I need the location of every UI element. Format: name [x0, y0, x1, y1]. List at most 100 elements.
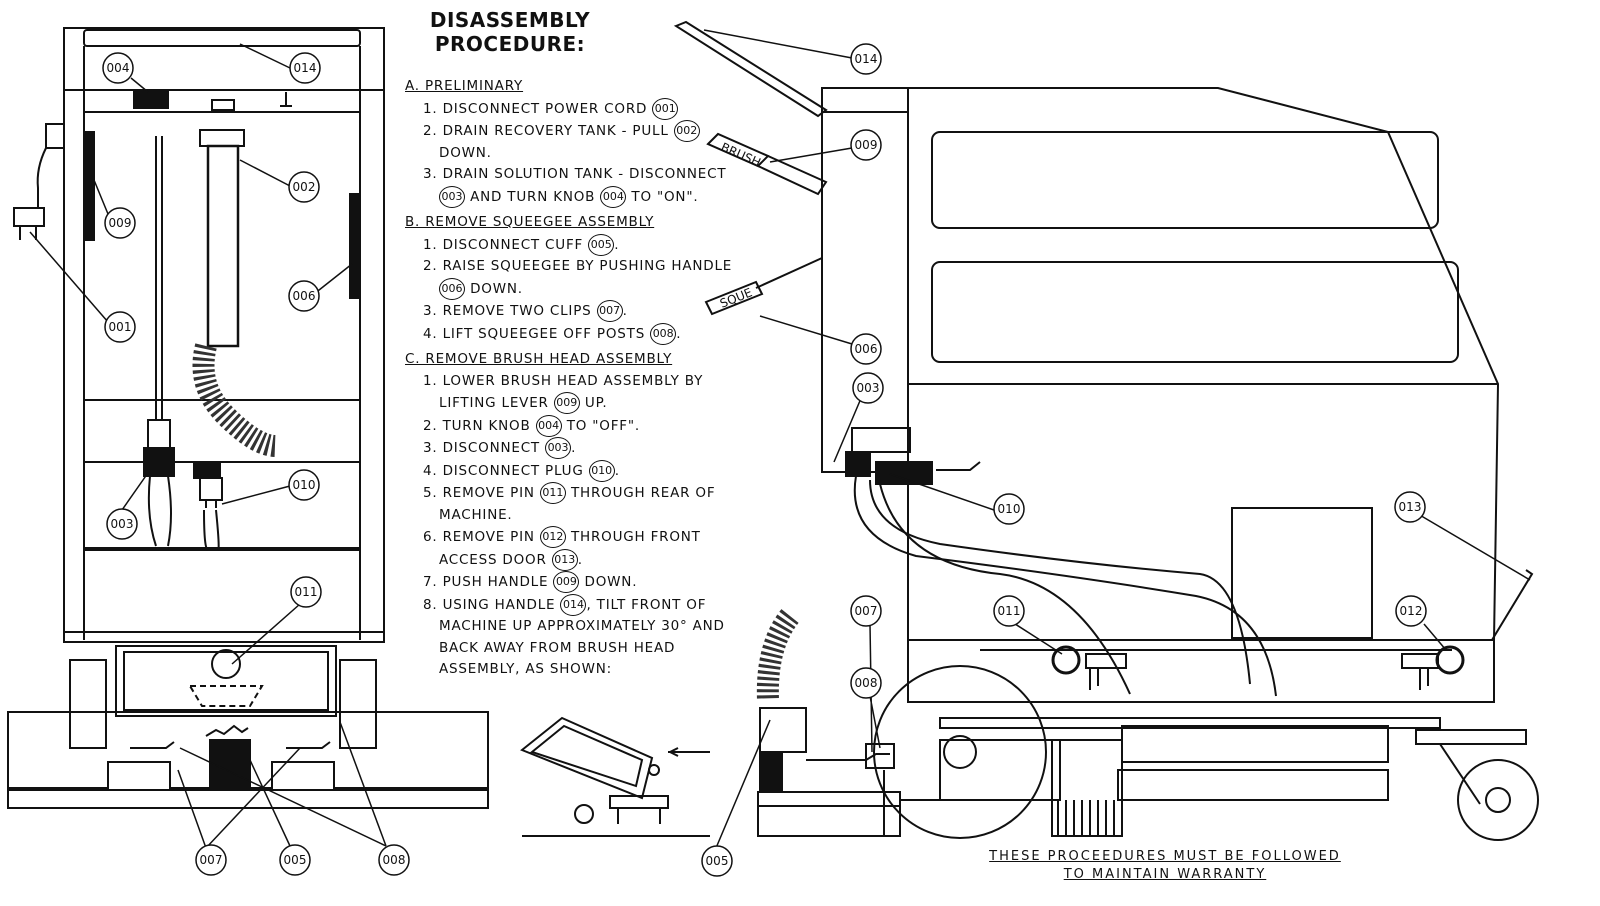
- svg-text:008: 008: [383, 853, 406, 867]
- svg-text:005: 005: [706, 854, 729, 868]
- procedure-step: 2. DRAIN RECOVERY TANK - PULL 002 DOWN.: [405, 120, 745, 164]
- callout-009: 009: [104, 207, 136, 239]
- svg-text:011: 011: [295, 585, 318, 599]
- svg-text:003: 003: [857, 381, 880, 395]
- part-reference: 012: [539, 526, 566, 548]
- callout-006: 006: [850, 333, 882, 365]
- section-heading: A. PRELIMINARY: [405, 78, 524, 94]
- procedure-step: 4. LIFT SQUEEGEE OFF POSTS 008.: [405, 322, 745, 346]
- procedure-step: 3. REMOVE TWO CLIPS 007.: [405, 300, 745, 323]
- procedure-section: A. PRELIMINARY 1. DISCONNECT POWER CORD 0…: [405, 76, 745, 208]
- step-text: .: [571, 440, 577, 456]
- step-text: 1. DISCONNECT POWER CORD: [423, 100, 653, 117]
- warranty-footer: THESE PROCEEDURES MUST BE FOLLOWED TO MA…: [945, 848, 1385, 884]
- procedure-title: DISASSEMBLY PROCEDURE:: [275, 8, 745, 56]
- step-text: AND TURN KNOB: [465, 188, 601, 205]
- section-heading: B. REMOVE SQUEEGEE ASSEMBLY: [405, 214, 655, 230]
- procedure-step: 7. PUSH HANDLE 009 DOWN.: [405, 571, 745, 594]
- procedure-step: 6. REMOVE PIN 012 THROUGH FRONT ACCESS D…: [405, 526, 745, 571]
- part-reference: 002: [673, 120, 700, 142]
- svg-text:013: 013: [1399, 500, 1422, 514]
- step-text: UP.: [579, 395, 608, 411]
- procedure-step: 5. REMOVE PIN 011 THROUGH REAR OF MACHIN…: [405, 482, 745, 526]
- step-text: 5. REMOVE PIN: [423, 485, 540, 501]
- step-text: 2. TURN KNOB: [423, 417, 536, 434]
- procedure-step: 1. LOWER BRUSH HEAD ASSEMBLY BY LIFTING …: [405, 371, 745, 415]
- procedure-step: 4. DISCONNECT PLUG 010.: [405, 459, 745, 483]
- step-text: 1. LOWER BRUSH HEAD ASSEMBLY BY LIFTING …: [423, 372, 704, 412]
- part-reference: 013: [551, 548, 578, 571]
- callouts: 004 014 009 002 006 001 003 010 011 007 …: [102, 43, 1427, 877]
- step-text: .: [622, 303, 628, 319]
- callout-010: 010: [288, 469, 320, 501]
- part-reference: 003: [439, 185, 465, 208]
- callout-001: 001: [104, 311, 136, 343]
- step-text: 4. DISCONNECT PLUG: [423, 462, 589, 479]
- side-view: BRUSH SQUE: [673, 20, 1539, 841]
- footer-line-1: THESE PROCEEDURES MUST BE FOLLOWED: [989, 849, 1341, 864]
- part-reference: 004: [600, 185, 627, 208]
- callout-011: 011: [993, 595, 1025, 627]
- callout-002: 002: [288, 171, 320, 203]
- svg-text:012: 012: [1400, 604, 1423, 618]
- svg-text:007: 007: [855, 604, 878, 618]
- part-reference: 004: [535, 414, 562, 437]
- step-text: 3. DRAIN SOLUTION TANK - DISCONNECT: [423, 166, 727, 182]
- part-reference: 005: [588, 233, 615, 256]
- title-line-1: DISASSEMBLY: [429, 8, 591, 32]
- svg-text:014: 014: [294, 61, 317, 75]
- part-reference: 009: [553, 571, 580, 593]
- procedure-text: DISASSEMBLY PROCEDURE: A. PRELIMINARY 1. …: [405, 8, 745, 681]
- step-text: 3. REMOVE TWO CLIPS: [423, 303, 597, 319]
- svg-text:009: 009: [855, 138, 878, 152]
- svg-text:002: 002: [293, 180, 316, 194]
- leader-lines: [29, 29, 1531, 849]
- callout-003: 003: [106, 508, 138, 540]
- procedure-section: C. REMOVE BRUSH HEAD ASSEMBLY 1. LOWER BR…: [405, 349, 745, 681]
- section-heading: C. REMOVE BRUSH HEAD ASSEMBLY: [405, 351, 673, 367]
- callout-004: 004: [102, 52, 134, 84]
- footer-line-2: TO MAINTAIN WARRANTY: [1063, 867, 1267, 882]
- part-reference: 001: [652, 97, 679, 120]
- procedure-step: 2. TURN KNOB 004 TO "OFF".: [405, 414, 745, 438]
- svg-text:011: 011: [998, 604, 1021, 618]
- part-reference: 007: [596, 300, 623, 322]
- step-text: , TILT FRONT OF MACHINE UP APPROXIMATELY…: [439, 596, 725, 678]
- svg-text:009: 009: [109, 216, 132, 230]
- svg-text:003: 003: [111, 517, 134, 531]
- callout-012: 012: [1395, 595, 1427, 627]
- part-reference: 009: [553, 392, 580, 414]
- part-reference: 008: [650, 322, 677, 345]
- step-text: 4. LIFT SQUEEGEE OFF POSTS: [423, 325, 651, 342]
- step-text: .: [614, 462, 620, 479]
- callout-014: 014: [850, 43, 882, 75]
- svg-text:006: 006: [855, 342, 878, 356]
- step-text: .: [676, 325, 682, 342]
- procedure-step: 2. RAISE SQUEEGEE BY PUSHING HANDLE 006 …: [405, 256, 745, 300]
- title-line-2: PROCEDURE:: [434, 32, 586, 56]
- svg-text:006: 006: [293, 289, 316, 303]
- callout-008: 008: [850, 667, 882, 699]
- procedure-step: 3. DRAIN SOLUTION TANK - DISCONNECT 003 …: [405, 164, 745, 208]
- callout-010: 010: [993, 493, 1025, 525]
- procedure-step: 8. USING HANDLE 014, TILT FRONT OF MACHI…: [405, 593, 745, 681]
- callout-005: 005: [701, 845, 733, 877]
- callout-009: 009: [850, 129, 882, 161]
- part-reference: 003: [545, 437, 572, 459]
- step-text: 3. DISCONNECT: [423, 440, 546, 456]
- callout-007: 007: [850, 595, 882, 627]
- front-view: [7, 27, 489, 809]
- step-text: 8. USING HANDLE: [423, 596, 561, 613]
- step-text: 7. PUSH HANDLE: [423, 574, 554, 590]
- step-text: DOWN.: [439, 144, 492, 161]
- step-text: 2. RAISE SQUEEGEE BY PUSHING HANDLE: [423, 258, 733, 274]
- callout-011: 011: [290, 576, 322, 608]
- callout-014: 014: [289, 52, 321, 84]
- callout-006: 006: [288, 280, 320, 312]
- step-text: TO "ON".: [626, 188, 699, 205]
- callout-008: 008: [378, 844, 410, 876]
- callout-013: 013: [1394, 491, 1426, 523]
- svg-text:001: 001: [109, 320, 132, 334]
